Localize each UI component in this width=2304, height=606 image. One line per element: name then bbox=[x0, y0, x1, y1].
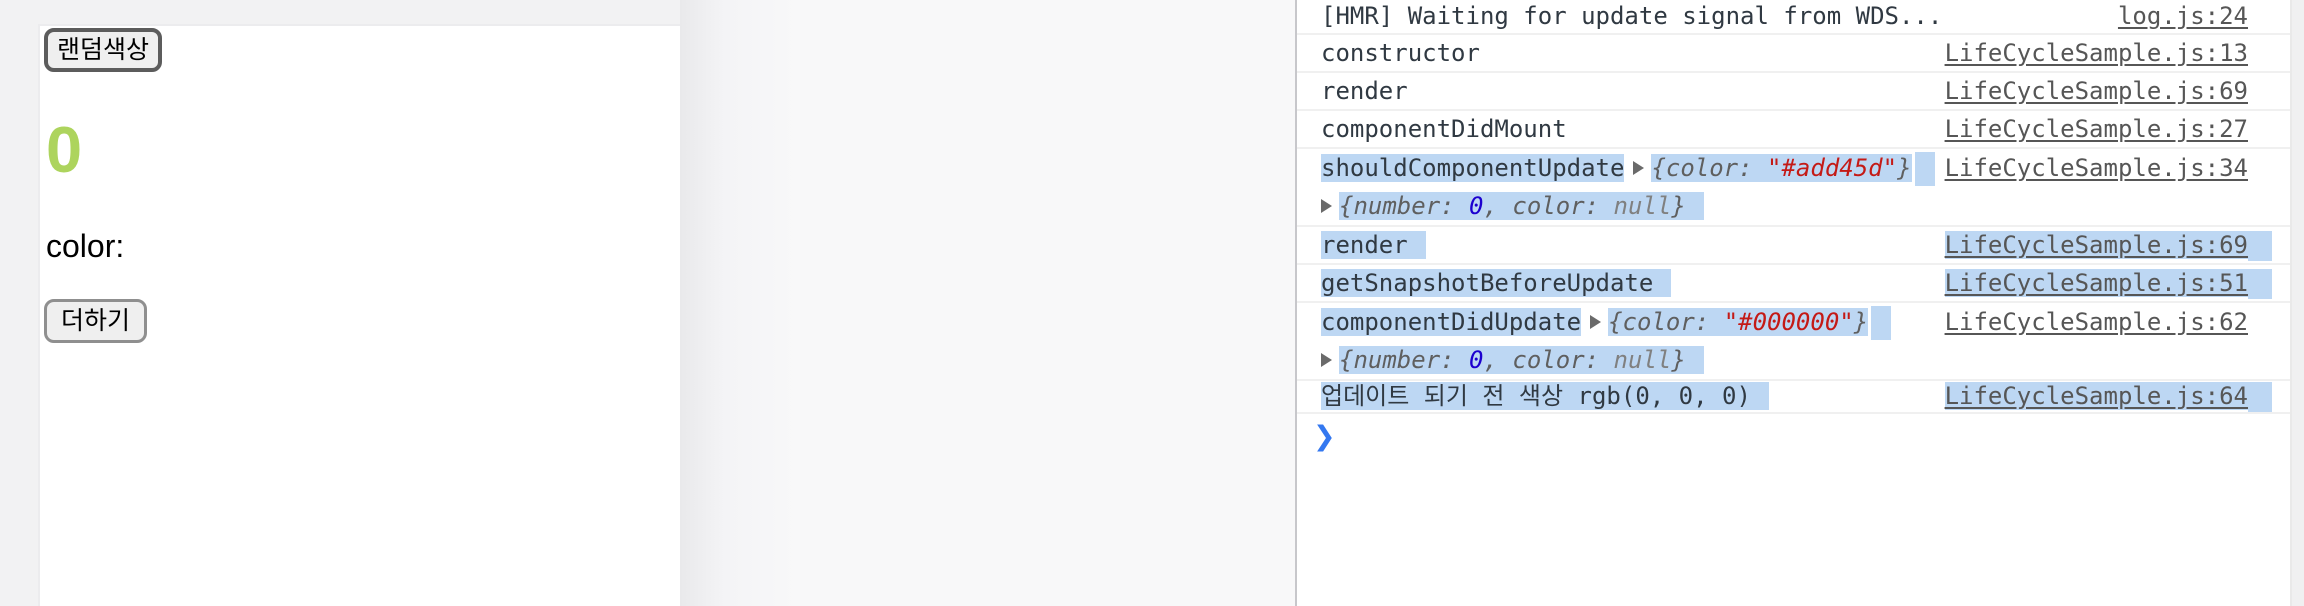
console-prompt[interactable]: ❯ bbox=[1297, 414, 2304, 452]
selection-block bbox=[2248, 269, 2272, 299]
console-row-render-2: render LifeCycleSample.js:69 bbox=[1297, 227, 2304, 265]
page-gutter bbox=[680, 0, 1297, 606]
console-row-shouldcomponentupdate: shouldComponentUpdate{color: "#add45d"} … bbox=[1297, 149, 2304, 227]
source-link[interactable]: LifeCycleSample.js:64 bbox=[1944, 382, 2248, 410]
log-message: componentDidMount bbox=[1321, 115, 1567, 143]
devtools-console: [HMR] Waiting for update signal from WDS… bbox=[1295, 0, 2304, 606]
source-link[interactable]: LifeCycleSample.js:69 bbox=[1944, 77, 2248, 105]
source-link[interactable]: LifeCycleSample.js:62 bbox=[1944, 308, 2248, 336]
selection-block bbox=[2248, 231, 2272, 261]
console-row-constructor: constructor LifeCycleSample.js:13 bbox=[1297, 35, 2304, 73]
log-message: constructor bbox=[1321, 39, 1480, 67]
selection-block bbox=[2248, 382, 2272, 412]
source-link[interactable]: LifeCycleSample.js:69 bbox=[1944, 231, 2248, 259]
console-scrollbar[interactable] bbox=[2290, 0, 2304, 606]
source-link[interactable]: log.js:24 bbox=[2117, 2, 2248, 30]
source-link[interactable]: LifeCycleSample.js:13 bbox=[1944, 39, 2248, 67]
expand-triangle-icon[interactable] bbox=[1321, 353, 1332, 367]
console-prompt-chevron-icon: ❯ bbox=[1313, 421, 1336, 452]
log-message: componentDidUpdate{color: "#000000"} {nu… bbox=[1321, 303, 1945, 379]
expand-triangle-icon[interactable] bbox=[1321, 199, 1332, 213]
console-row-componentdidmount: componentDidMount LifeCycleSample.js:27 bbox=[1297, 111, 2304, 149]
log-message: shouldComponentUpdate{color: "#add45d"} … bbox=[1321, 149, 1945, 225]
console-row-getsnapshotbeforeupdate: getSnapshotBeforeUpdate LifeCycleSample.… bbox=[1297, 265, 2304, 303]
color-label: color: bbox=[46, 228, 125, 264]
log-message: [HMR] Waiting for update signal from WDS… bbox=[1321, 2, 1943, 30]
add-button[interactable]: 더하기 bbox=[44, 299, 148, 343]
console-row-componentdidupdate: componentDidUpdate{color: "#000000"} {nu… bbox=[1297, 303, 2304, 381]
selection-block bbox=[1914, 152, 1935, 186]
console-row-render-1: render LifeCycleSample.js:69 bbox=[1297, 73, 2304, 111]
source-link[interactable]: LifeCycleSample.js:27 bbox=[1944, 115, 2248, 143]
browser-page: 랜덤색상 0 color: 더하기 bbox=[38, 24, 680, 606]
console-row-hmr: [HMR] Waiting for update signal from WDS… bbox=[1297, 0, 2304, 35]
source-link[interactable]: LifeCycleSample.js:34 bbox=[1944, 154, 2248, 182]
console-row-prev-color: 업데이트 되기 전 색상 rgb(0, 0, 0) LifeCycleSampl… bbox=[1297, 381, 2304, 414]
expand-triangle-icon[interactable] bbox=[1633, 161, 1645, 175]
log-message: 업데이트 되기 전 색상 rgb(0, 0, 0) bbox=[1321, 381, 1945, 411]
log-message: render bbox=[1321, 77, 1408, 105]
source-link[interactable]: LifeCycleSample.js:51 bbox=[1944, 269, 2248, 297]
counter-value: 0 bbox=[46, 113, 83, 186]
random-color-button[interactable]: 랜덤색상 bbox=[44, 28, 163, 72]
expand-triangle-icon[interactable] bbox=[1590, 315, 1602, 329]
log-message: render bbox=[1321, 227, 1945, 263]
selection-block bbox=[1871, 306, 1892, 340]
log-message: getSnapshotBeforeUpdate bbox=[1321, 265, 1945, 301]
